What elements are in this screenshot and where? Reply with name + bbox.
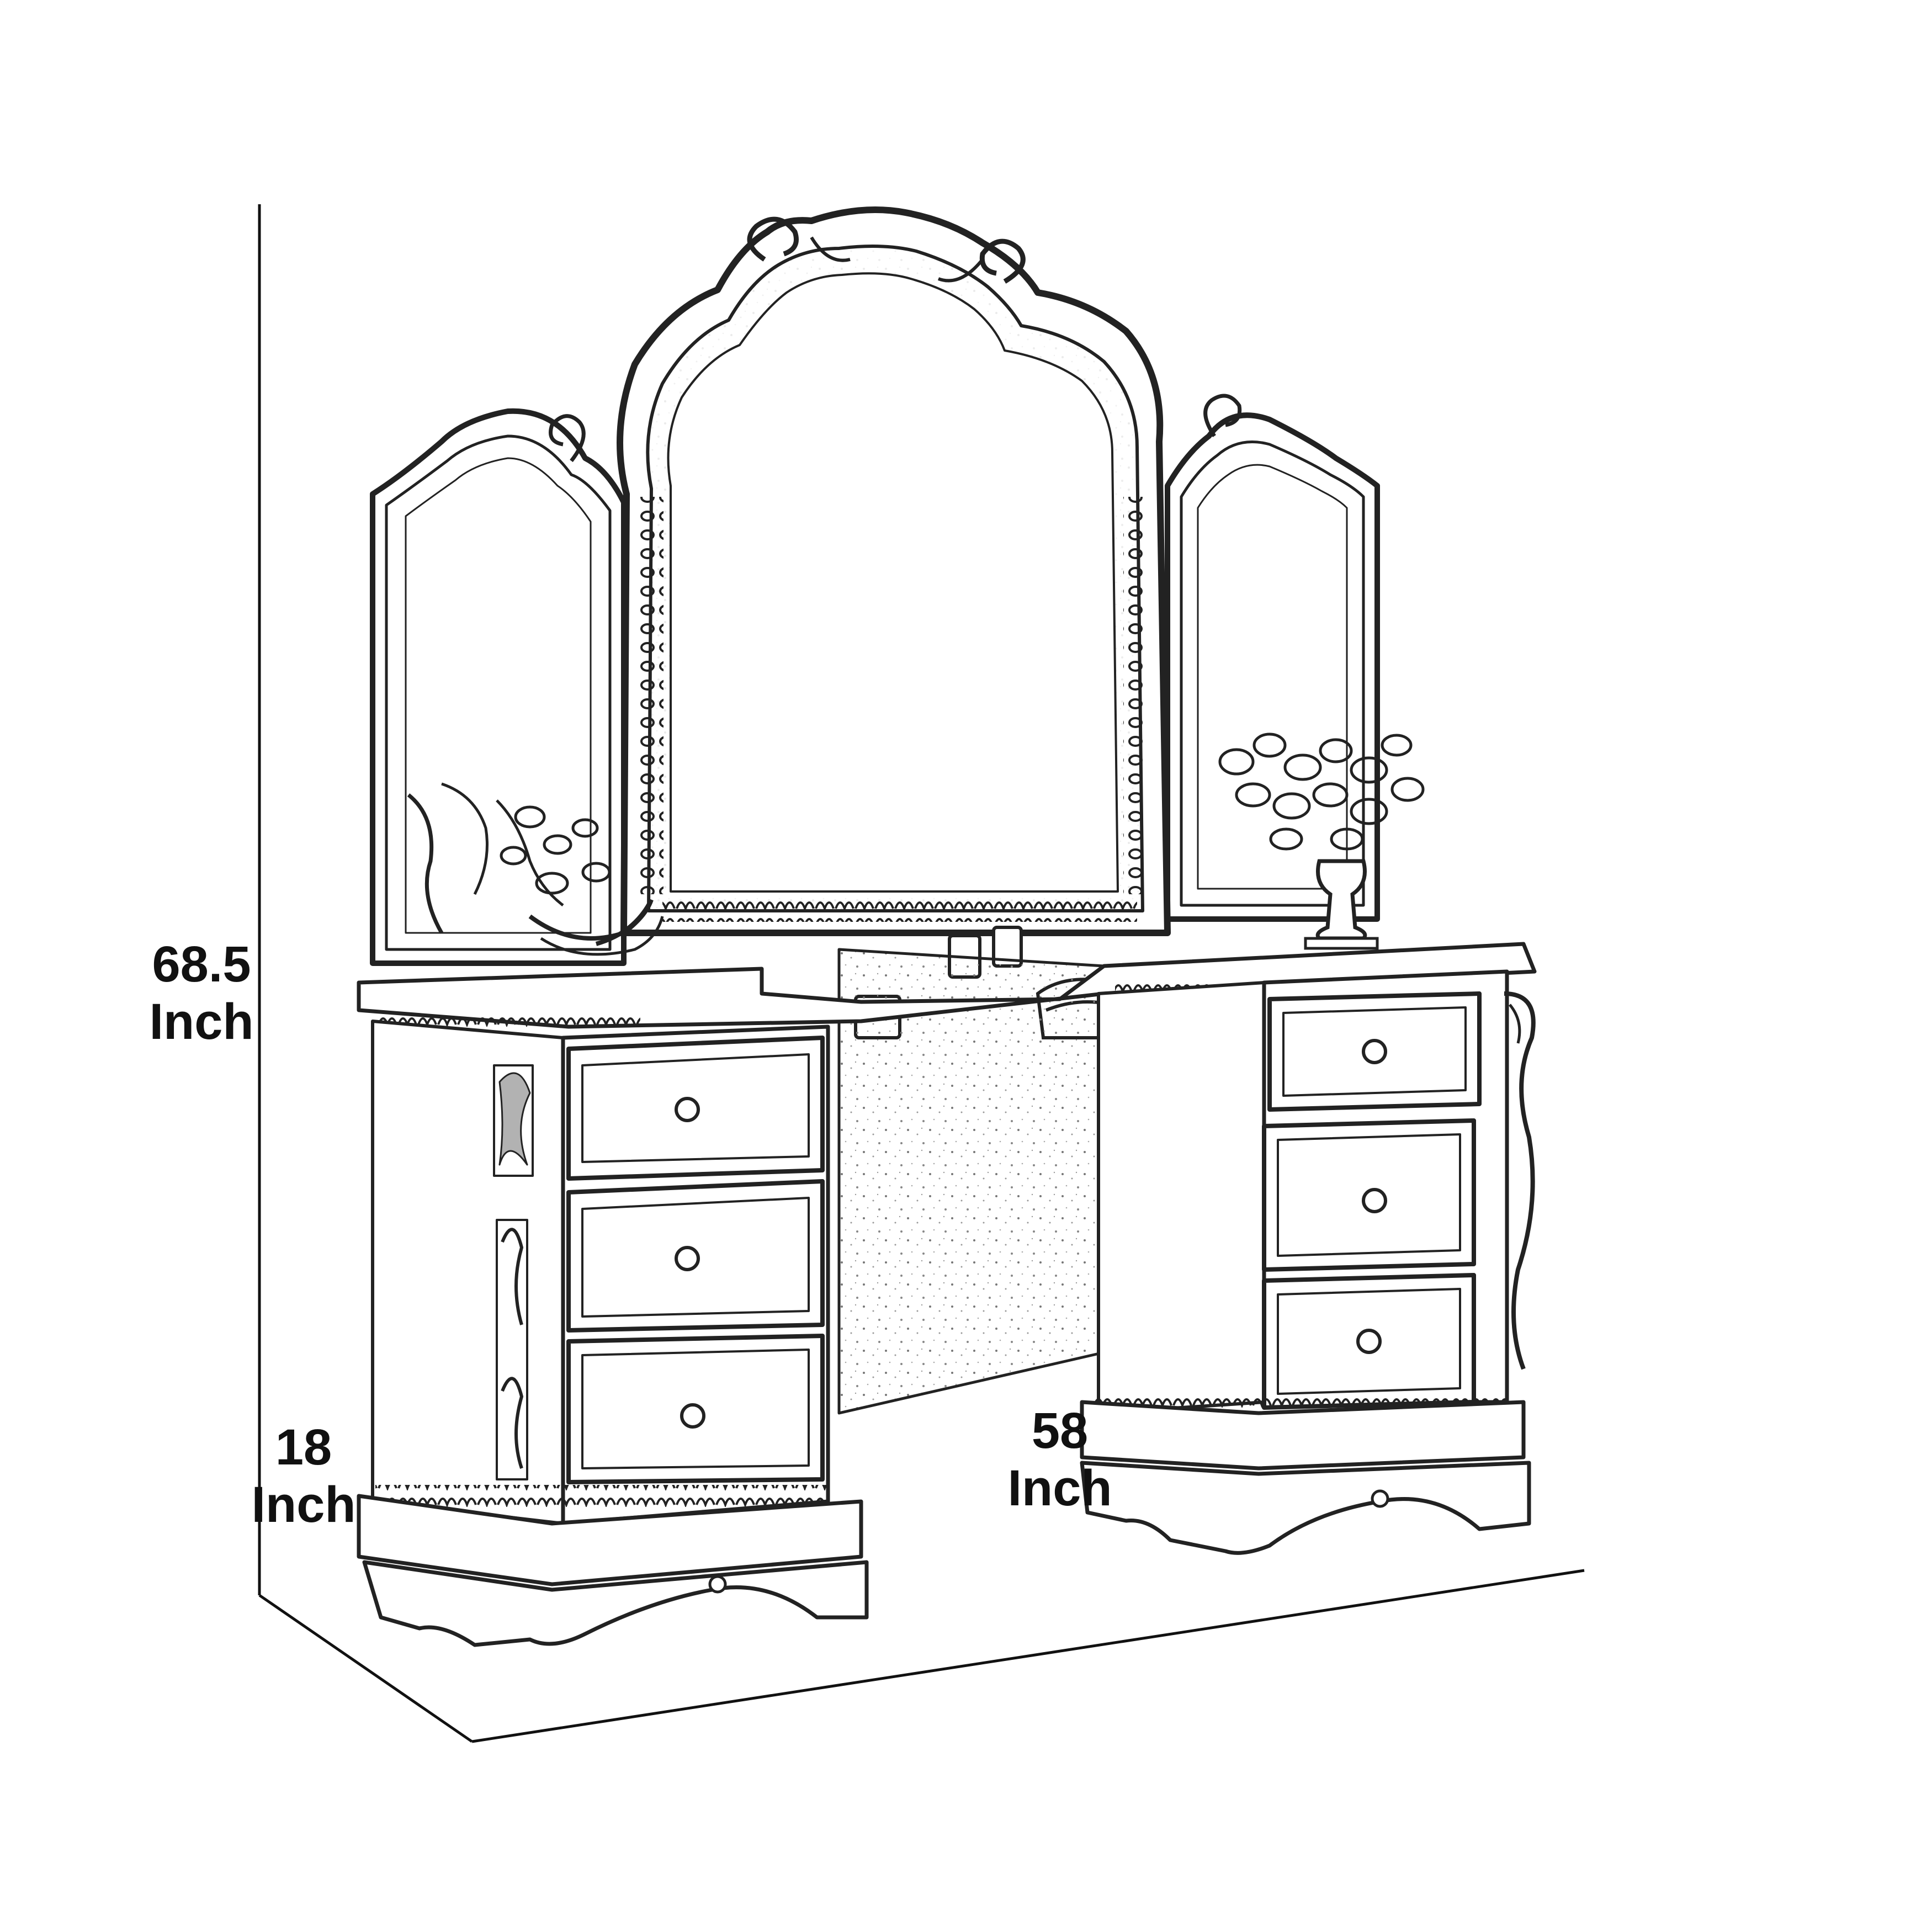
- right-drawer-1-knob: [1362, 1039, 1387, 1064]
- width-unit: Inch: [1007, 1460, 1112, 1516]
- left-drawer-1-knob: [675, 1097, 700, 1122]
- left-drawer-3-knob: [680, 1403, 705, 1429]
- depth-value: 18: [275, 1419, 332, 1475]
- depth-dimension-label: 18 Inch: [221, 1419, 386, 1533]
- right-pedestal: [1080, 969, 1536, 1555]
- flower-sculpture-left: [407, 782, 664, 956]
- right-side-mirror: [1165, 394, 1380, 922]
- dimension-lines: [258, 204, 1585, 1743]
- left-drawer-2-knob: [675, 1246, 700, 1271]
- width-dimension-line: [471, 1569, 1585, 1743]
- left-side-mirror: [370, 408, 627, 966]
- width-dimension-label: 58 Inch: [977, 1402, 1143, 1517]
- depth-unit: Inch: [251, 1477, 356, 1533]
- height-dimension-label: 68.5 Inch: [110, 936, 293, 1050]
- right-drawer-2-knob: [1362, 1188, 1387, 1213]
- right-drawer-3-knob: [1356, 1329, 1382, 1354]
- height-unit: Inch: [149, 994, 254, 1050]
- height-value: 68.5: [152, 936, 251, 992]
- vanity-table: [357, 942, 1537, 1647]
- mirror-assembly: [370, 206, 1380, 966]
- width-value: 58: [1031, 1403, 1089, 1459]
- depth-dimension-line: [258, 1594, 473, 1743]
- flower-vase-right: [1218, 733, 1425, 950]
- left-pedestal: [357, 1020, 869, 1647]
- center-mirror: [617, 206, 1171, 936]
